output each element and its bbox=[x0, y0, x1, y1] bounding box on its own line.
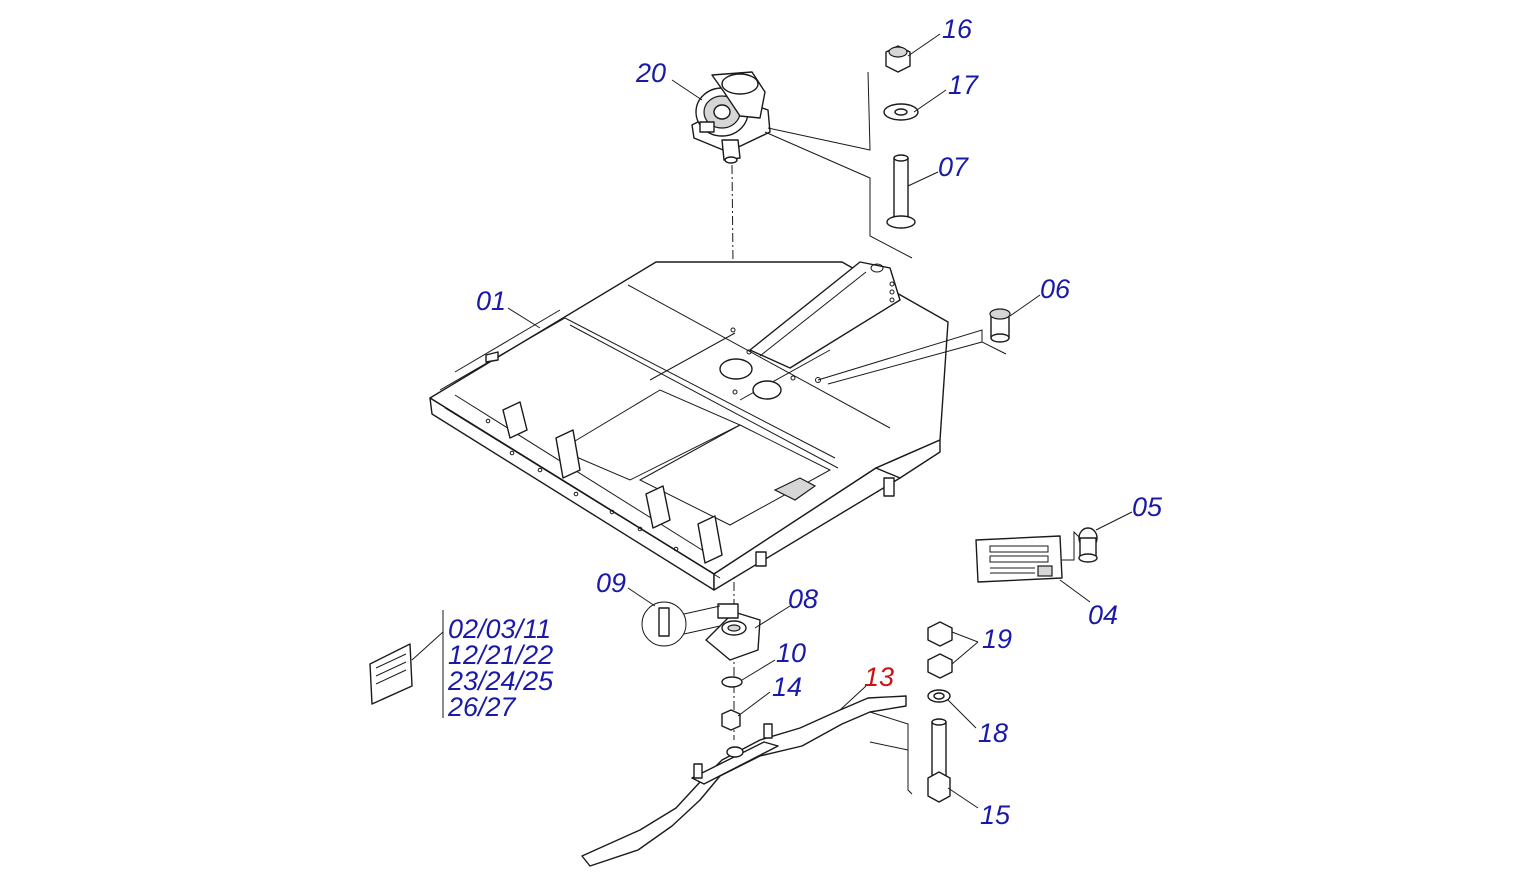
blade-icon bbox=[581, 695, 907, 867]
bushing-icon bbox=[989, 308, 1011, 343]
callout-04: 04 bbox=[1088, 600, 1118, 630]
label-group-leader bbox=[411, 631, 444, 661]
key-icon bbox=[641, 601, 721, 647]
leader-20 bbox=[671, 79, 703, 101]
leader-13 bbox=[839, 685, 867, 711]
label-group-line-1: 02/03/11 bbox=[448, 614, 551, 644]
leader-15 bbox=[947, 787, 979, 809]
callout-18: 18 bbox=[978, 718, 1008, 748]
gearbox-bolt-leader bbox=[767, 71, 871, 151]
leader-01 bbox=[507, 307, 541, 329]
leader-09 bbox=[627, 587, 656, 607]
leader-10 bbox=[741, 659, 776, 681]
leader-16 bbox=[907, 33, 941, 57]
leader-08 bbox=[754, 605, 791, 629]
nameplate-icon bbox=[975, 535, 1063, 583]
washer-icon bbox=[721, 676, 743, 688]
leader-14 bbox=[737, 691, 771, 717]
leader-19a bbox=[951, 631, 979, 643]
gearbox-bolt-leader-2 bbox=[764, 131, 913, 259]
callout-09: 09 bbox=[596, 568, 626, 598]
callout-20: 20 bbox=[635, 58, 666, 88]
leader-06 bbox=[1009, 294, 1041, 317]
deck-brackets bbox=[485, 351, 723, 564]
callout-08: 08 bbox=[788, 584, 818, 614]
spacer-icon bbox=[1078, 527, 1098, 563]
leader-05 bbox=[1095, 511, 1133, 531]
pin-icon bbox=[927, 718, 951, 803]
deck-frame-icon bbox=[429, 261, 949, 591]
blade-holder-icon bbox=[705, 603, 761, 661]
callout-06: 06 bbox=[1040, 274, 1071, 304]
callout-19: 19 bbox=[982, 624, 1012, 654]
gearbox-icon bbox=[691, 71, 771, 164]
callout-07: 07 bbox=[938, 152, 969, 182]
leader-18 bbox=[947, 699, 977, 729]
callout-14: 14 bbox=[772, 672, 802, 702]
callout-16: 16 bbox=[942, 14, 973, 44]
decal-icon bbox=[369, 643, 413, 705]
blade-bracket bbox=[869, 711, 913, 795]
label-group-line-4: 26/27 bbox=[447, 692, 517, 722]
callout-01: 01 bbox=[476, 286, 506, 316]
blade-bracket-2 bbox=[869, 741, 909, 751]
callout-13: 13 bbox=[864, 662, 894, 692]
nut-icon bbox=[927, 621, 953, 679]
washer-icon bbox=[927, 689, 951, 703]
callout-05: 05 bbox=[1132, 492, 1163, 522]
nameplate-leader bbox=[1062, 530, 1081, 561]
bushing-leader bbox=[817, 329, 1007, 381]
washer-icon bbox=[883, 103, 919, 121]
leader-19b bbox=[951, 641, 979, 665]
nut-icon bbox=[721, 709, 741, 731]
label-group-line-2: 12/21/22 bbox=[448, 640, 553, 670]
pin-icon bbox=[886, 154, 916, 229]
callout-17: 17 bbox=[948, 70, 979, 100]
bushing-leader-2 bbox=[827, 341, 983, 385]
nut-icon bbox=[885, 45, 911, 73]
label-group-line-3: 23/24/25 bbox=[447, 666, 554, 696]
leader-17 bbox=[913, 89, 947, 113]
leader-04 bbox=[1059, 579, 1091, 603]
callout-15: 15 bbox=[980, 800, 1011, 830]
leader-07 bbox=[907, 171, 939, 187]
callout-10: 10 bbox=[776, 638, 806, 668]
